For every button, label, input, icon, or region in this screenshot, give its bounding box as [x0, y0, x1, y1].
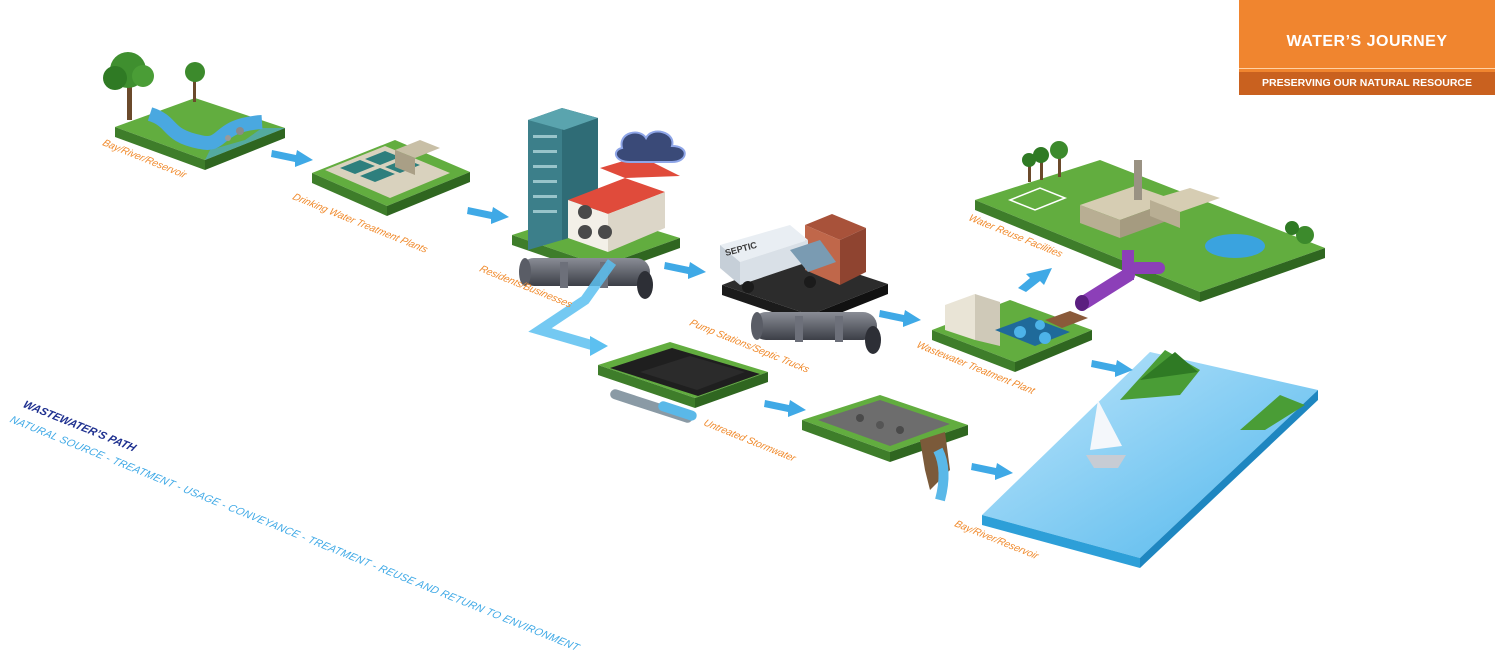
flow-arrows	[271, 150, 1133, 480]
water-reuse-tile	[975, 141, 1325, 302]
arrow-4	[879, 310, 921, 327]
arrow-7	[764, 400, 806, 417]
residents-pipe	[519, 258, 653, 356]
page-title: WATER’S JOURNEY	[1286, 33, 1448, 50]
source-river-tile	[103, 52, 285, 170]
title-banner: WATER’S JOURNEY PRESERVING OUR NATURAL R…	[1239, 0, 1495, 95]
arrow-3	[664, 262, 706, 279]
arrow-2	[467, 207, 509, 224]
reuse-purple-pipe	[1075, 250, 1165, 311]
wastewater-treatment-tile	[932, 294, 1092, 372]
arrow-5	[1018, 268, 1052, 292]
sailboat	[1086, 400, 1126, 468]
pump-station-pipe	[751, 312, 881, 354]
arrow-6	[1091, 360, 1133, 377]
return-bay-tile	[982, 350, 1318, 568]
drinking-water-plant-tile	[312, 140, 470, 216]
title-divider	[1239, 68, 1495, 69]
residents-businesses-tile	[512, 108, 686, 276]
arrow-1	[271, 150, 313, 167]
stormwater-outfall-tile	[802, 395, 968, 502]
water-journey-diagram: SEPTIC	[103, 52, 1325, 568]
arrow-8	[971, 463, 1013, 480]
pump-station-tile: SEPTIC	[720, 214, 888, 325]
reuse-trees	[1022, 141, 1314, 244]
stormwater-street-tile	[598, 342, 768, 423]
page-subtitle: PRESERVING OUR NATURAL RESOURCE	[1239, 72, 1495, 95]
